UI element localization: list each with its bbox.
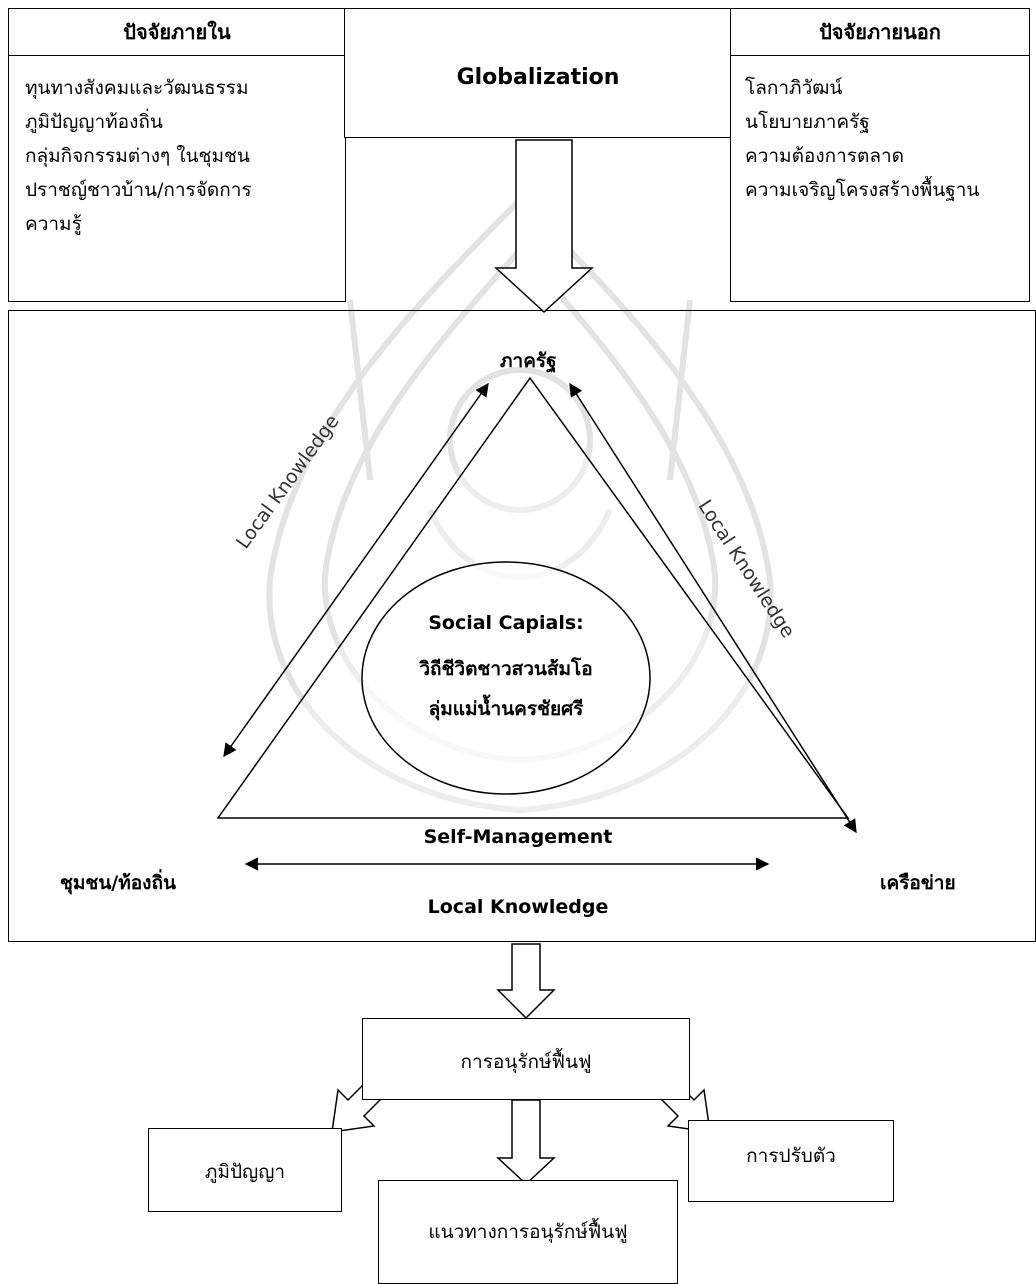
wisdom-label: ภูมิปัญญา: [204, 1161, 286, 1183]
list-item: ความรู้: [25, 213, 82, 235]
external-factors-list: โลกาภิวัฒน์ นโยบายภาครัฐ ความต้องการตลาด…: [745, 73, 979, 205]
network-vertex-label: เครือข่าย: [880, 872, 956, 894]
conservation-box: การอนุรักษ์ฟื้นฟู: [362, 1018, 690, 1100]
globalization-label: Globalization: [456, 65, 620, 90]
community-vertex-label: ชุมชน/ท้องถิ่น: [60, 872, 176, 894]
guideline-label: แนวทางการอนุรักษ์ฟื้นฟู: [428, 1221, 628, 1243]
ellipse-line-2: วิถีชีวิตชาวสวนส้มโอ: [419, 658, 593, 680]
self-management-label: Self-Management: [423, 826, 613, 848]
external-factors-title: ปัจจัยภายนอก: [731, 9, 1029, 56]
state-vertex-label: ภาครัฐ: [500, 350, 557, 372]
ellipse-line-1: Social Capials:: [428, 612, 584, 634]
outcome-center-arrow: [496, 1099, 556, 1186]
bottom-local-knowledge-label: Local Knowledge: [427, 896, 609, 918]
ellipse-line-3: ลุ่มแม่น้ำนครชัยศรี: [428, 698, 584, 720]
globalization-down-arrow: [494, 139, 594, 314]
adaptation-box: การปรับตัว: [688, 1120, 894, 1202]
adaptation-label: การปรับตัว: [746, 1145, 836, 1167]
external-factors-box: ปัจจัยภายนอก โลกาภิวัฒน์ นโยบายภาครัฐ คว…: [730, 8, 1030, 302]
wisdom-box: ภูมิปัญญา: [148, 1128, 342, 1212]
internal-factors-list: ทุนทางสังคมและวัฒนธรรม ภูมิปัญญาท้องถิ่น…: [25, 73, 252, 239]
guideline-box: แนวทางการอนุรักษ์ฟื้นฟู: [378, 1180, 678, 1284]
right-edge-arrow: [569, 382, 857, 834]
list-item: โลกาภิวัฒน์: [745, 77, 843, 99]
list-item: ปราชญ์ชาวบ้าน/การจัดการ: [25, 179, 252, 201]
globalization-box: Globalization: [344, 8, 732, 138]
list-item: ทุนทางสังคมและวัฒนธรรม: [25, 77, 249, 99]
social-capital-ellipse: [361, 561, 651, 795]
list-item: ความต้องการตลาด: [745, 145, 904, 167]
internal-factors-title: ปัจจัยภายใน: [9, 9, 345, 56]
conservation-label: การอนุรักษ์ฟื้นฟู: [460, 1051, 592, 1073]
internal-factors-box: ปัจจัยภายใน ทุนทางสังคมและวัฒนธรรม ภูมิป…: [8, 8, 346, 302]
list-item: กลุ่มกิจกรรมต่างๆ ในชุมชน: [25, 145, 250, 167]
left-edge-arrow: [223, 382, 489, 758]
frame-down-arrow: [496, 943, 556, 1020]
list-item: ความเจริญโครงสร้างพื้นฐาน: [745, 179, 980, 201]
list-item: ภูมิปัญญาท้องถิ่น: [25, 111, 163, 133]
list-item: นโยบายภาครัฐ: [745, 111, 870, 133]
